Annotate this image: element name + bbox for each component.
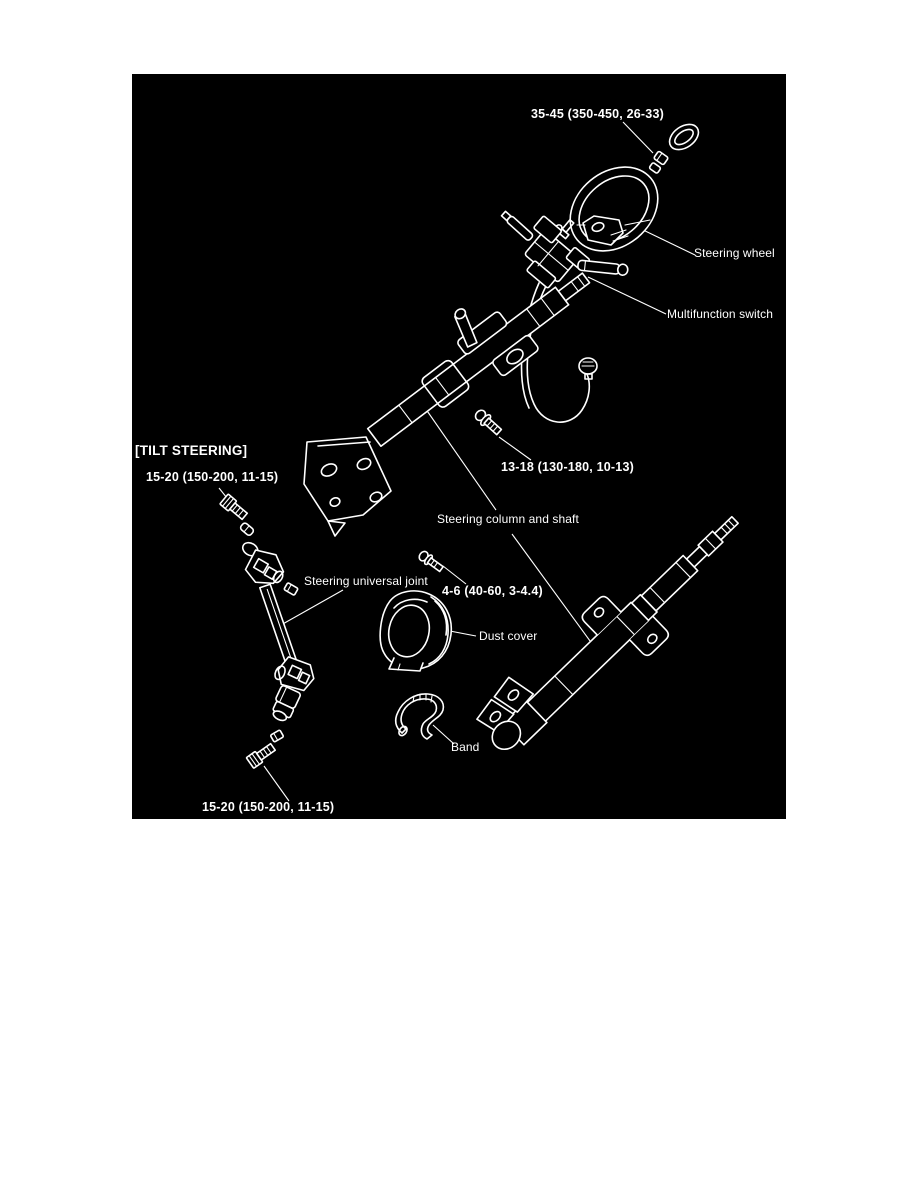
- label-torque-ujoint-lower: 15-20 (150-200, 11-15): [202, 800, 335, 814]
- label-dust-cover: Dust cover: [479, 629, 538, 643]
- steering-column-exploded-diagram: 35-45 (350-450, 26-33) Steering wheel Mu…: [132, 74, 786, 819]
- label-torque-wheel-nut: 35-45 (350-450, 26-33): [531, 107, 664, 121]
- steering-column-lower-drawing: [476, 515, 739, 751]
- multifunction-switch-drawing: [500, 210, 629, 423]
- steering-wheel-drawing: [553, 166, 659, 252]
- tilt-bolt-upper-drawing: [219, 493, 249, 521]
- tilt-bolt-lower-drawing: [245, 742, 277, 769]
- universal-joint-drawing: [241, 541, 315, 743]
- label-torque-ujoint-upper: 15-20 (150-200, 11-15): [146, 470, 279, 484]
- spacer-drawing: [239, 522, 255, 536]
- label-band: Band: [451, 740, 480, 754]
- dust-cover-drawing: [379, 590, 453, 672]
- diagram-line-art: [218, 121, 739, 802]
- wheel-washer-drawing: [648, 162, 662, 174]
- band-drawing: [394, 693, 445, 740]
- label-torque-dust-cover: 4-6 (40-60, 3-4.4): [442, 584, 543, 598]
- label-steering-wheel: Steering wheel: [694, 246, 775, 260]
- label-torque-column-screw: 13-18 (130-180, 10-13): [501, 460, 634, 474]
- label-multifunction-switch: Multifunction switch: [667, 307, 774, 321]
- column-screw-drawing: [474, 409, 503, 436]
- leader-lines: [218, 121, 696, 802]
- dust-cover-screw-drawing: [418, 550, 444, 573]
- horn-pad-ring-drawing: [668, 123, 700, 151]
- wheel-nut-drawing: [653, 150, 669, 166]
- label-universal-joint: Steering universal joint: [304, 574, 428, 588]
- steering-column-upper-drawing: [303, 272, 591, 537]
- label-tilt-steering: [TILT STEERING]: [135, 443, 248, 458]
- label-steering-column-shaft: Steering column and shaft: [437, 512, 579, 526]
